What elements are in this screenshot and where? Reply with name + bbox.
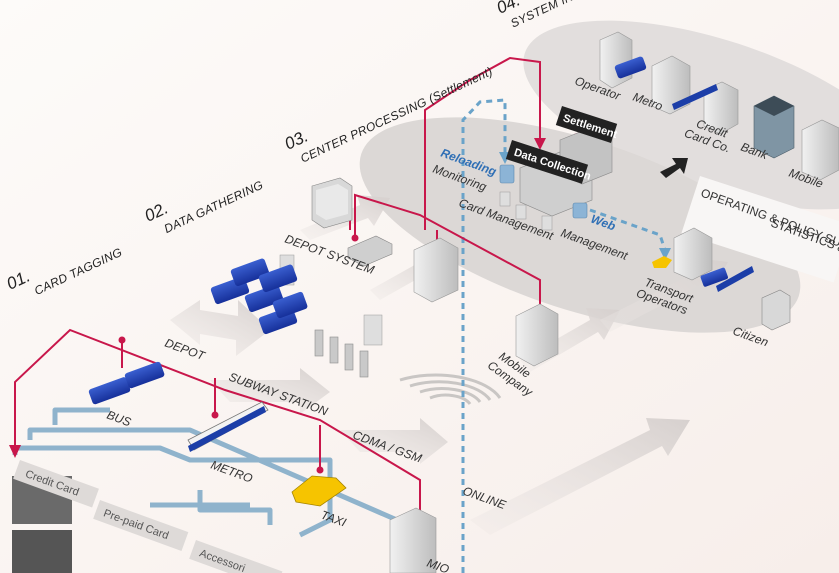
taxi-icon bbox=[291, 475, 347, 507]
dashed-arrow-head-2 bbox=[659, 248, 671, 260]
building-icon bbox=[413, 237, 459, 303]
building-icon bbox=[703, 81, 739, 135]
building-icon bbox=[599, 31, 633, 89]
wireless-waves bbox=[399, 373, 502, 405]
bank-icon bbox=[753, 95, 795, 159]
building-icon bbox=[515, 303, 559, 367]
online-dashed-lines bbox=[461, 98, 667, 573]
support-band bbox=[681, 176, 839, 283]
transport-metro-icon bbox=[716, 266, 754, 292]
operator-bus-icon bbox=[614, 56, 647, 79]
transport-bus-icon bbox=[700, 267, 728, 287]
mio-label: MIO bbox=[425, 556, 451, 573]
building-icon bbox=[389, 507, 437, 573]
building-icon bbox=[801, 119, 839, 181]
metro-small-icon bbox=[672, 84, 718, 110]
building-icon bbox=[651, 55, 691, 115]
metro-train-icon bbox=[187, 401, 269, 452]
small-taxi-icon bbox=[652, 256, 672, 268]
bus-fleet-icon bbox=[210, 258, 308, 335]
bus-icon bbox=[88, 361, 165, 405]
subway-gate-icon bbox=[314, 329, 369, 378]
citizen-computer-icon bbox=[761, 289, 791, 331]
black-arrow-icon bbox=[660, 158, 688, 178]
red-arrow-down-left bbox=[9, 445, 21, 458]
card-photo-2 bbox=[12, 530, 72, 573]
computer-icon bbox=[311, 177, 393, 267]
building-icon bbox=[673, 227, 713, 281]
database-icon bbox=[499, 164, 588, 219]
red-arrow-down-collection bbox=[534, 138, 546, 150]
data-flow-lines bbox=[14, 56, 541, 540]
